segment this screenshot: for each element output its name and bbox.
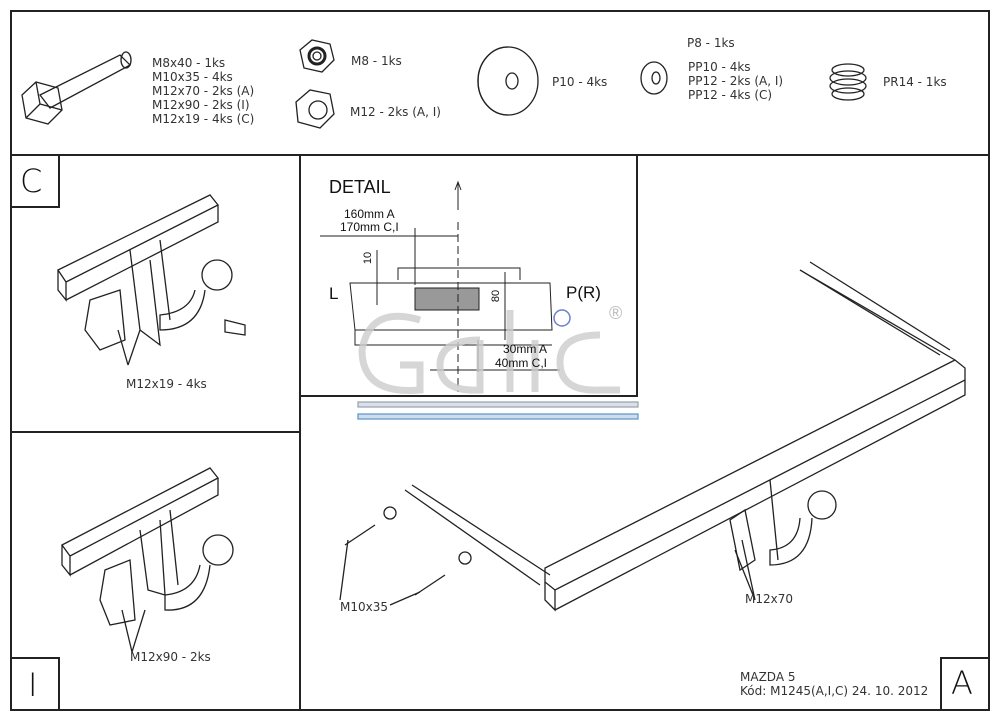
- panel-a-bolt-callout: M10x35: [340, 600, 388, 614]
- panel-c-letter-box: [10, 154, 60, 208]
- detail-right-label: P(R): [566, 283, 601, 302]
- panel-divider: [10, 431, 300, 433]
- washer-p8-icon: [640, 61, 668, 95]
- bolt-icon: [21, 51, 132, 125]
- dim-text: 170mm C,I: [340, 220, 399, 234]
- nut-m8-icon: [299, 39, 335, 73]
- nut-m12-icon: [295, 89, 335, 129]
- spring-washer-item: PP12 - 4ks (C): [688, 88, 773, 102]
- bolt-list: M8x40 - 1ks M10x35 - 4ks M12x70 - 2ks (A…: [152, 56, 254, 126]
- spring-washer-item: PP12 - 2ks (A, I): [688, 74, 784, 88]
- washer-p10-label: P10 - 4ks: [552, 75, 608, 89]
- detail-title: DETAIL: [329, 177, 391, 197]
- galia-logo: [358, 310, 620, 394]
- detail-dim-top: 160mm A 170mm C,I: [340, 208, 399, 234]
- logo-o-mark: [553, 309, 571, 327]
- tow-hitch-i-drawing: [61, 467, 234, 653]
- detail-dim-bottom: 30mm A 40mm C,I: [495, 342, 547, 370]
- parts-divider: [10, 154, 990, 156]
- spring-pr14-icon: [829, 63, 867, 101]
- detail-left-label: L: [329, 284, 339, 303]
- washer-p8-label: P8 - 1ks: [687, 36, 735, 50]
- panel-i-letter: I: [28, 666, 38, 704]
- logo-registered-mark: ®: [609, 303, 623, 323]
- vehicle-model: MAZDA 5: [740, 670, 796, 684]
- nut-m8-label: M8 - 1ks: [351, 54, 402, 68]
- dim-text: 160mm A: [343, 207, 395, 221]
- washer-p10-icon: [477, 46, 539, 116]
- panel-a-hitch-callout: M12x70: [745, 592, 793, 606]
- drawing-border: [10, 10, 990, 711]
- dim-10: 10: [362, 251, 375, 265]
- panel-i-callout: M12x90 - 2ks: [130, 650, 211, 664]
- dim-80: 80: [490, 289, 503, 303]
- bolt-item: M12x90 - 2ks (I): [152, 98, 250, 112]
- bolt-item: M12x19 - 4ks (C): [152, 112, 255, 126]
- panel-a-letter: A: [951, 664, 973, 702]
- spring-pr14-label: PR14 - 1ks: [883, 75, 947, 89]
- left-column-divider: [299, 154, 301, 711]
- panel-c-callout: M12x19 - 4ks: [126, 377, 207, 391]
- logo-underline: [357, 413, 639, 420]
- product-code: Kód: M1245(A,I,C) 24. 10. 2012: [740, 684, 929, 698]
- tow-bar-a-drawing: [339, 261, 966, 612]
- spring-washer-list: PP10 - 4ks PP12 - 2ks (A, I) PP12 - 4ks …: [688, 60, 783, 102]
- bolt-item: M10x35 - 4ks: [152, 70, 233, 84]
- title-block: MAZDA 5 Kód: M1245(A,I,C) 24. 10. 2012: [740, 670, 928, 698]
- panel-c-letter: C: [20, 162, 43, 200]
- nut-m12-label: M12 - 2ks (A, I): [350, 105, 441, 119]
- dim-text: 40mm C,I: [495, 356, 548, 370]
- bolt-item: M12x70 - 2ks (A): [152, 84, 255, 98]
- spring-washer-item: PP10 - 4ks: [688, 60, 751, 74]
- logo-underline: [357, 401, 639, 408]
- tow-hitch-c-drawing: [57, 194, 246, 366]
- dim-text: 30mm A: [503, 342, 548, 356]
- detail-box: [299, 154, 638, 397]
- panel-i-letter-box: [10, 657, 60, 711]
- bolt-item: M8x40 - 1ks: [152, 56, 226, 70]
- panel-a-letter-box: [940, 657, 990, 711]
